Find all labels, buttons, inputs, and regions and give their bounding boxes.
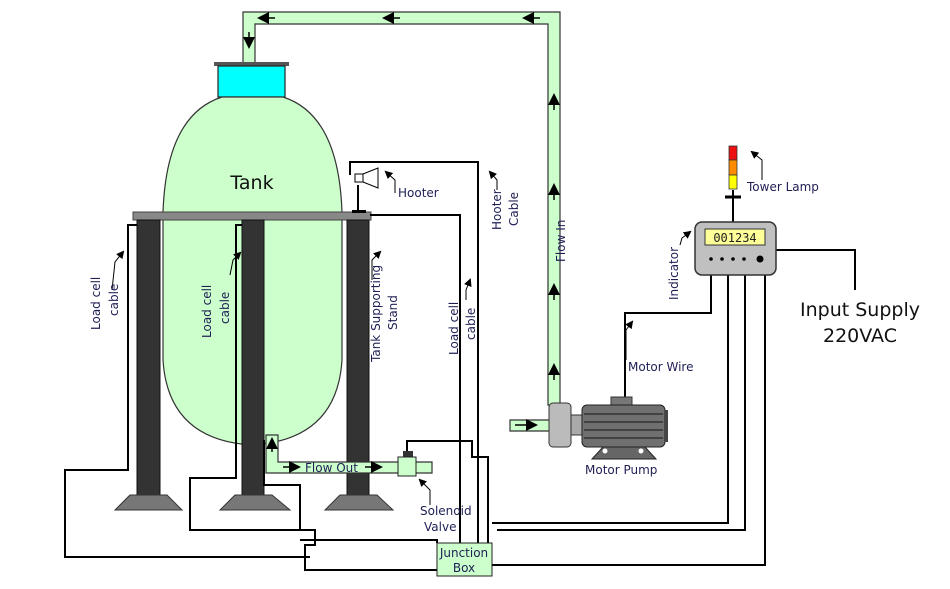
tank-inlet-cap (214, 62, 289, 98)
tank-support-band (132, 211, 372, 221)
load-cell-cable-left-line1: Load cell (89, 277, 103, 330)
input-supply-label-line1: Input Supply (800, 299, 920, 321)
hooter-label: Hooter (398, 186, 439, 200)
flow-in-label: Flow In (554, 220, 568, 262)
load-cell-cable-middle-line2: cable (218, 292, 232, 324)
tank-label: Tank (229, 172, 273, 194)
load-cell-cable-right-line2: cable (464, 308, 478, 340)
hooter (352, 167, 379, 213)
input-supply-label-line2: 220VAC (823, 325, 897, 347)
hooter-cable-label-line2: Cable (507, 192, 521, 226)
solenoid-valve (397, 451, 417, 477)
indicator-display: 001234 (713, 231, 756, 245)
hooter-cable-label-line1: Hooter (490, 189, 504, 230)
wiring (64, 161, 856, 571)
leader-arrows (111, 150, 763, 505)
solenoid-valve-label-line2: Valve (424, 520, 456, 534)
junction-box-label-line1: Junction (439, 546, 488, 560)
solenoid-valve-label-line1: Solenoid (420, 504, 472, 518)
motor-wire-label: Motor Wire (628, 360, 693, 374)
tower-lamp (728, 145, 738, 190)
tank-supporting-stand (113, 219, 395, 511)
indicator-label: Indicator (667, 247, 681, 300)
load-cell-cable-left-line2: cable (107, 284, 121, 316)
indicator: 001234 (694, 221, 777, 276)
flow-out-label: Flow Out (305, 461, 358, 475)
flow-out-pipe: Flow Out (265, 434, 433, 475)
stand-leg-middle (241, 219, 265, 506)
load-cell-cable-middle-line1: Load cell (200, 285, 214, 338)
junction-box-label-line2: Box (453, 561, 475, 575)
tank-stand-label-line2: Stand (386, 295, 400, 330)
motor-pump-label: Motor Pump (585, 463, 657, 477)
motor-pump (509, 396, 668, 460)
tank-stand-label-line1: Tank Supporting (369, 265, 383, 363)
stand-leg-left (136, 219, 161, 506)
tower-lamp-label: Tower Lamp (746, 180, 819, 194)
junction-box: Junction Box (436, 542, 493, 577)
load-cell-cable-right-line1: Load cell (447, 302, 461, 355)
